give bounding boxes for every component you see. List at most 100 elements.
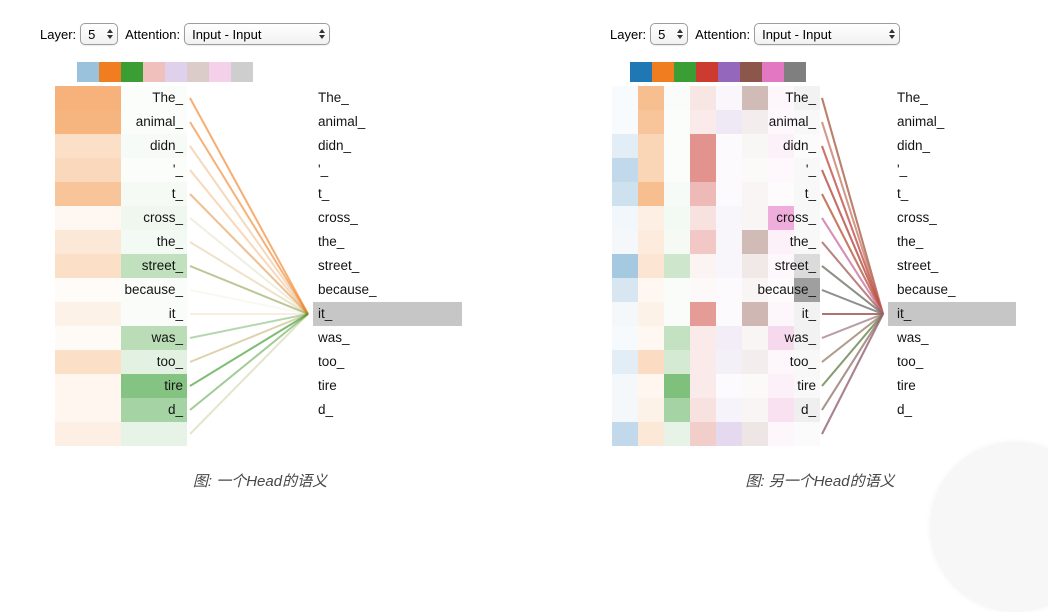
head-toggle-purple[interactable] (718, 62, 740, 82)
attention-line (821, 97, 884, 315)
token-left[interactable]: cross_ (143, 210, 183, 225)
token-right[interactable]: didn_ (318, 138, 352, 153)
token-left[interactable]: too_ (789, 354, 816, 369)
token-right[interactable]: animal_ (897, 114, 945, 129)
attention-line (821, 313, 884, 435)
heatmap-cell (638, 398, 664, 422)
head-toggle-orange[interactable] (99, 62, 121, 82)
token-left[interactable]: street_ (774, 258, 816, 273)
token-right[interactable]: the_ (318, 234, 345, 249)
token-left[interactable]: street_ (141, 258, 183, 273)
token-right[interactable]: '_ (318, 162, 329, 177)
attention-line (821, 313, 884, 339)
token-right[interactable]: street_ (318, 258, 360, 273)
layer-select[interactable]: 5 (80, 23, 119, 45)
attention-line (821, 241, 884, 315)
attention-line (821, 121, 884, 315)
token-left[interactable]: tire (164, 378, 183, 393)
token-left[interactable]: The_ (152, 90, 183, 105)
token-right[interactable]: t_ (318, 186, 330, 201)
head-toggle-blue[interactable] (77, 62, 99, 82)
token-left[interactable]: didn_ (782, 138, 816, 153)
attention-line (189, 313, 309, 435)
token-right[interactable]: didn_ (897, 138, 931, 153)
token-left[interactable]: t_ (804, 186, 816, 201)
heatmap-cell (121, 398, 187, 422)
head-toggle-gray[interactable] (784, 62, 806, 82)
attention-line (821, 313, 884, 339)
token-left[interactable]: d_ (800, 402, 816, 417)
token-left[interactable]: tire (797, 378, 816, 393)
token-right[interactable]: d_ (897, 402, 913, 417)
token-left[interactable]: '_ (805, 162, 816, 177)
token-left[interactable]: The_ (785, 90, 816, 105)
heatmap-cell (55, 230, 121, 254)
head-toggle-blue[interactable] (630, 62, 652, 82)
token-left[interactable]: was_ (784, 330, 816, 345)
heatmap-cell (638, 326, 664, 350)
head-toggle-red[interactable] (696, 62, 718, 82)
token-right[interactable]: the_ (897, 234, 924, 249)
token-left[interactable]: was_ (151, 330, 183, 345)
heatmap-cell (690, 326, 716, 350)
heatmap-cell (121, 206, 187, 230)
head-toggle-magenta[interactable] (209, 62, 231, 82)
token-left[interactable]: the_ (789, 234, 816, 249)
token-right[interactable]: because_ (318, 282, 377, 297)
token-right[interactable]: it_ (897, 306, 912, 321)
token-right[interactable]: was_ (897, 330, 929, 345)
heatmap-cell (612, 134, 638, 158)
head-toggle-red[interactable] (143, 62, 165, 82)
head-toggle-gray[interactable] (231, 62, 253, 82)
token-right[interactable]: '_ (897, 162, 908, 177)
layer-select[interactable]: 5 (650, 23, 689, 45)
token-right[interactable]: The_ (318, 90, 349, 105)
heatmap-cell (612, 374, 638, 398)
attention-type-select[interactable]: Input - Input (754, 23, 901, 45)
attention-line (189, 313, 309, 435)
head-toggle-green[interactable] (674, 62, 696, 82)
token-left[interactable]: the_ (156, 234, 183, 249)
head-toggle-brown[interactable] (187, 62, 209, 82)
token-right[interactable]: cross_ (897, 210, 937, 225)
head-toggle-brown[interactable] (740, 62, 762, 82)
token-left[interactable]: animal_ (768, 114, 816, 129)
token-right[interactable]: was_ (318, 330, 350, 345)
token-left[interactable]: it_ (801, 306, 816, 321)
head-toggle-magenta[interactable] (762, 62, 784, 82)
token-left[interactable]: it_ (168, 306, 183, 321)
token-right[interactable]: cross_ (318, 210, 358, 225)
token-right[interactable]: d_ (318, 402, 334, 417)
token-left[interactable]: cross_ (776, 210, 816, 225)
token-left[interactable]: t_ (171, 186, 183, 201)
token-right[interactable]: street_ (897, 258, 939, 273)
token-left[interactable]: '_ (172, 162, 183, 177)
token-right[interactable]: it_ (318, 306, 333, 321)
attention-line (821, 313, 884, 387)
token-right[interactable]: tire (897, 378, 916, 393)
token-left[interactable]: because_ (757, 282, 816, 297)
token-left[interactable]: too_ (156, 354, 183, 369)
token-left[interactable]: because_ (124, 282, 183, 297)
token-right[interactable]: too_ (318, 354, 345, 369)
attention-type-select[interactable]: Input - Input (184, 23, 331, 45)
head-toggle-purple[interactable] (165, 62, 187, 82)
token-right[interactable]: t_ (897, 186, 909, 201)
attention-line (821, 193, 884, 315)
token-right[interactable]: The_ (897, 90, 928, 105)
head-toggle-orange[interactable] (652, 62, 674, 82)
head-color-squares (630, 62, 806, 82)
heatmap-cell (794, 326, 820, 350)
token-left[interactable]: d_ (167, 402, 183, 417)
head-toggle-green[interactable] (121, 62, 143, 82)
attention-line (821, 145, 884, 315)
token-right[interactable]: tire (318, 378, 337, 393)
token-left[interactable]: didn_ (149, 138, 183, 153)
token-right[interactable]: animal_ (318, 114, 366, 129)
token-left[interactable]: animal_ (135, 114, 183, 129)
token-right[interactable]: because_ (897, 282, 956, 297)
heatmap-cell (768, 206, 794, 230)
attention-line (821, 313, 884, 411)
heatmap-cell (742, 110, 768, 134)
token-right[interactable]: too_ (897, 354, 924, 369)
